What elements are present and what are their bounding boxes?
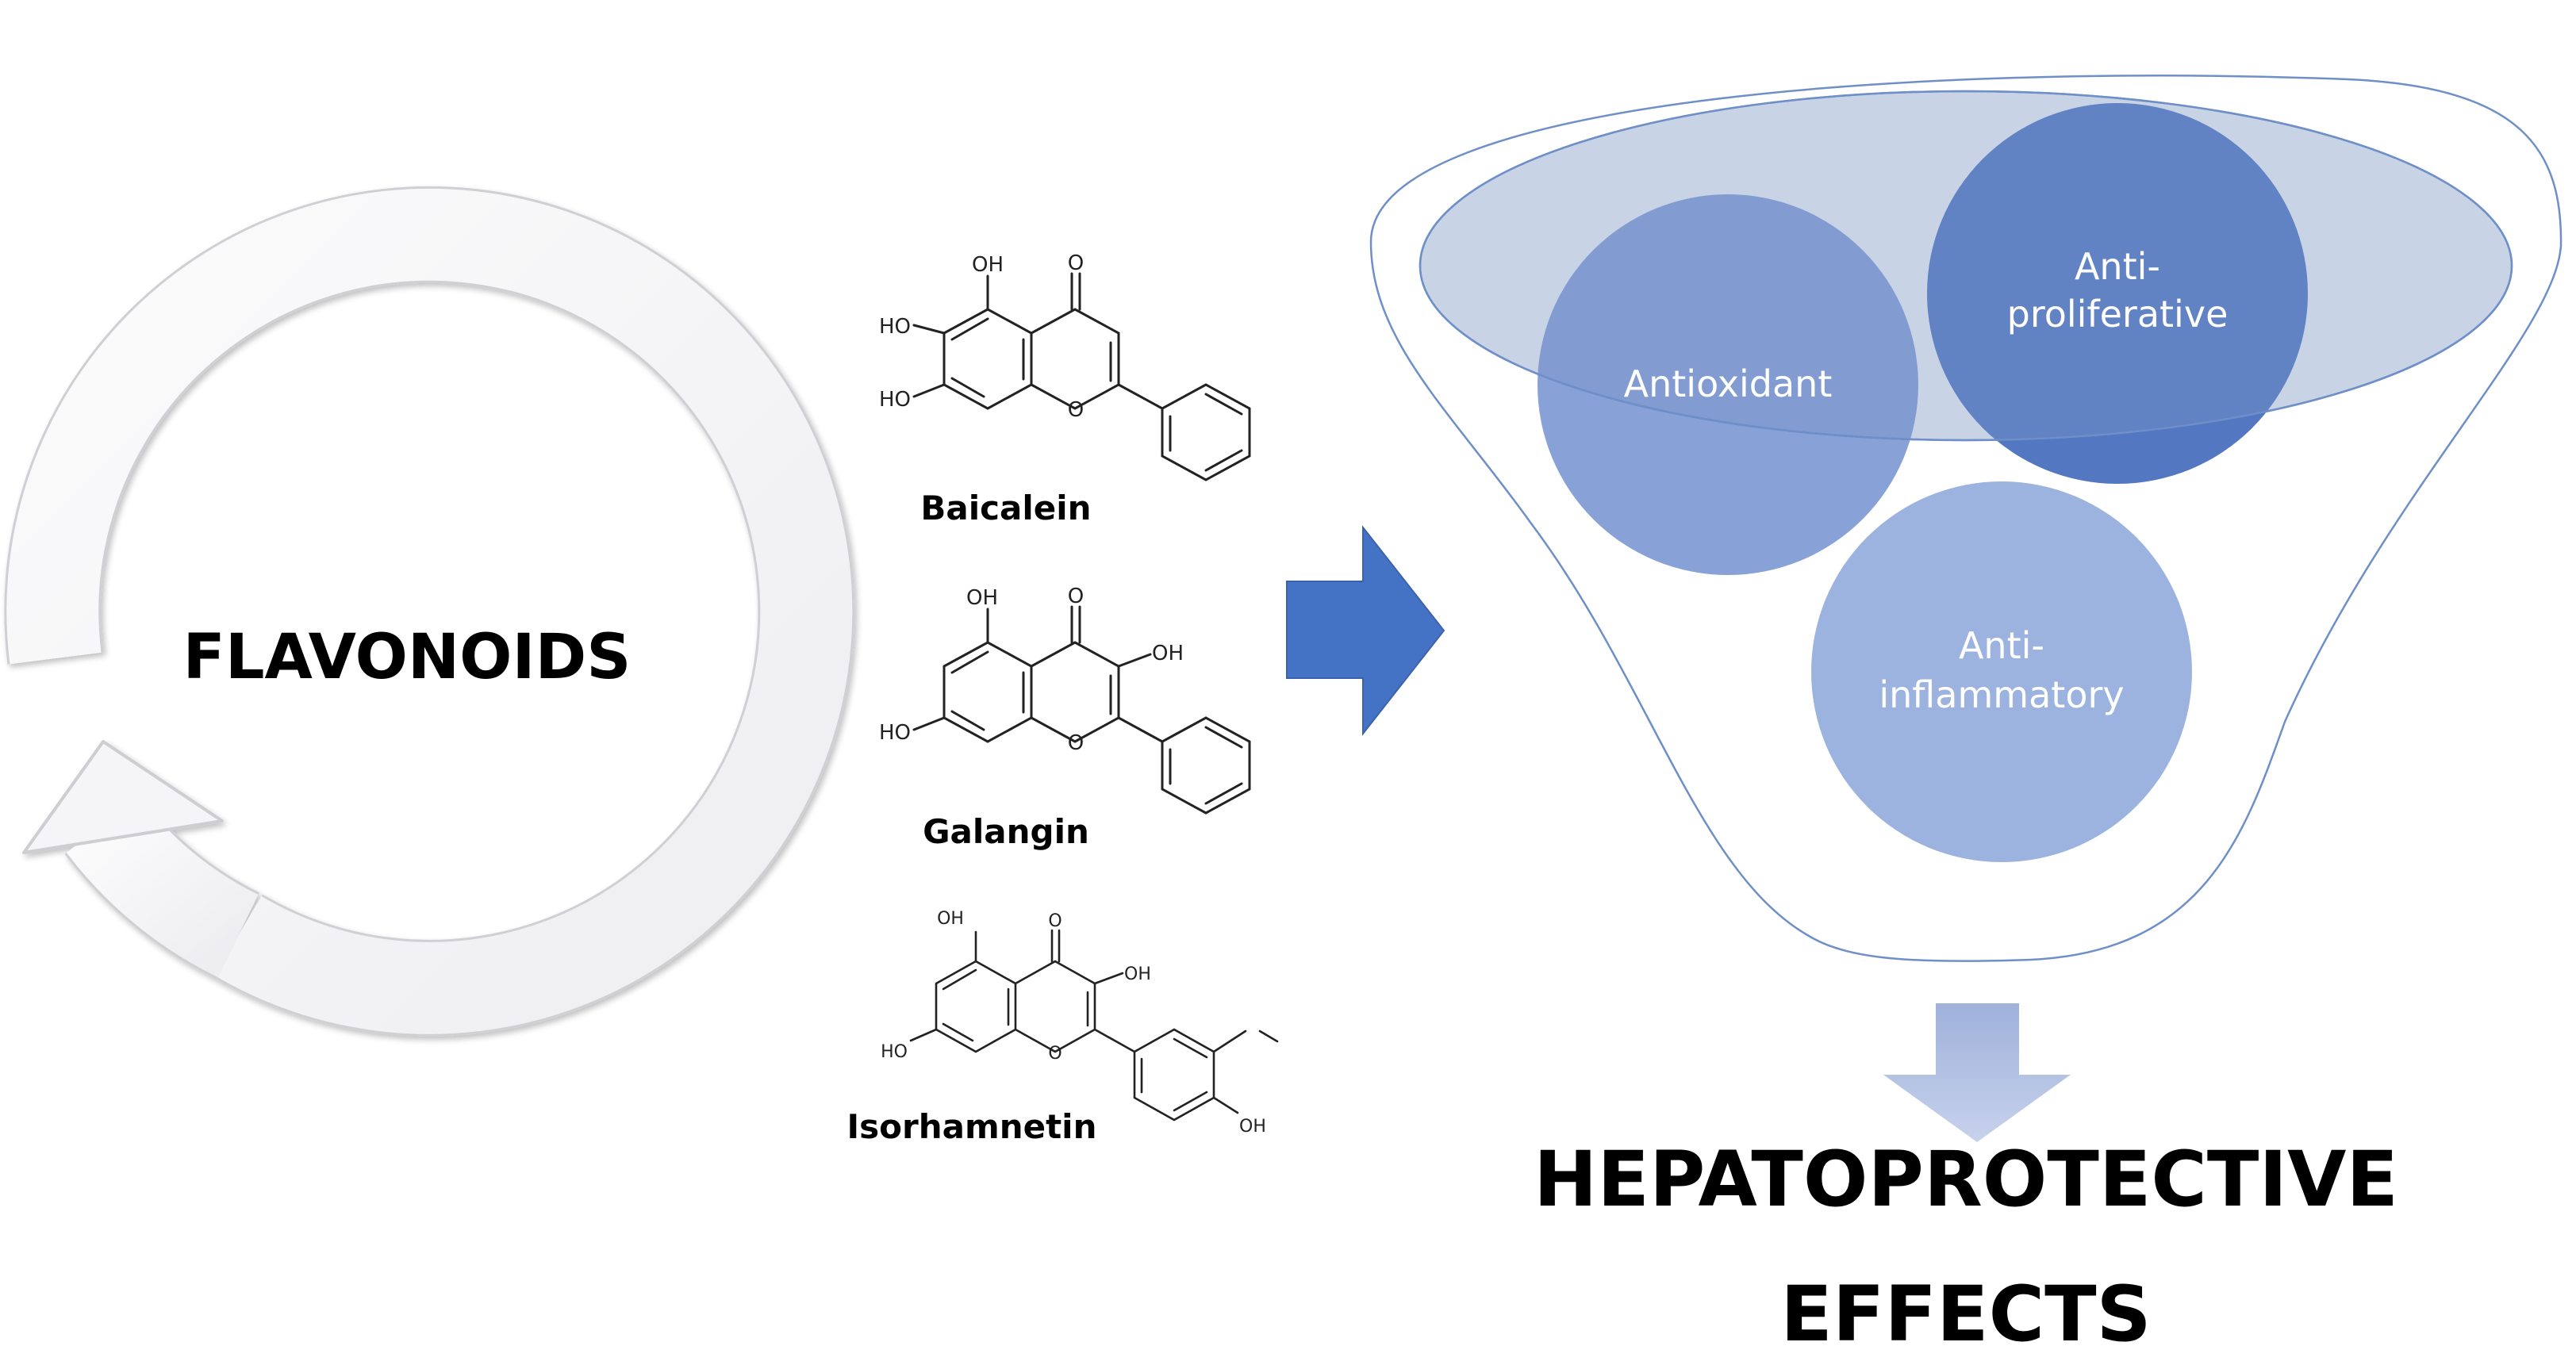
result-title-line2: EFFECTS — [1780, 1270, 2151, 1359]
isorhamnetin-oh-bottom: OH — [1239, 1117, 1266, 1137]
isorhamnetin-ring-o: O — [1048, 1044, 1061, 1064]
antioxidant-label: Antioxidant — [1624, 362, 1833, 405]
baicalein-ring-o: O — [1068, 398, 1084, 422]
antiproliferative-circle — [1927, 103, 2308, 484]
flavonoids-label: FLAVONOIDS — [183, 622, 632, 693]
galangin-structure: O OH OH HO O — [879, 585, 1251, 815]
baicalein-carbonyl-o: O — [1068, 251, 1084, 275]
antiinflammatory-circle — [1811, 481, 2192, 862]
antiinflammatory-label-line2: inflammatory — [1879, 673, 2124, 716]
baicalein-structure: O OH HO HO O — [879, 251, 1251, 481]
antiproliferative-label-line1: Anti- — [2075, 245, 2160, 288]
galangin-ring-o: O — [1068, 731, 1084, 755]
baicalein-ho-upper: HO — [879, 315, 911, 339]
baicalein-ho-lower: HO — [879, 388, 911, 412]
antiinflammatory-label-line1: Anti- — [1959, 624, 2044, 667]
down-arrow-icon — [1883, 1003, 2071, 1142]
antiproliferative-label-line2: proliferative — [2007, 293, 2229, 335]
galangin-oh-top: OH — [966, 586, 998, 610]
cycle-arrow-icon — [4, 186, 855, 1037]
isorhamnetin-structure: O OH OH HO O OH — [881, 909, 1279, 1137]
result-title-line1: HEPATOPROTECTIVE — [1534, 1135, 2398, 1224]
isorhamnetin-oh-top: OH — [937, 909, 964, 929]
baicalein-oh-top: OH — [972, 253, 1004, 277]
baicalein-label: Baicalein — [920, 489, 1091, 527]
galangin-oh-right: OH — [1152, 642, 1184, 665]
isorhamnetin-ho-lower: HO — [881, 1042, 908, 1062]
right-arrow-icon — [1286, 525, 1445, 736]
galangin-carbonyl-o: O — [1068, 585, 1084, 608]
isorhamnetin-label: Isorhamnetin — [847, 1107, 1097, 1146]
isorhamnetin-oh-right: OH — [1124, 964, 1151, 984]
galangin-ho-lower: HO — [879, 721, 911, 745]
isorhamnetin-carbonyl-o: O — [1048, 911, 1061, 931]
galangin-label: Galangin — [923, 812, 1089, 851]
antioxidant-circle — [1538, 194, 1918, 575]
